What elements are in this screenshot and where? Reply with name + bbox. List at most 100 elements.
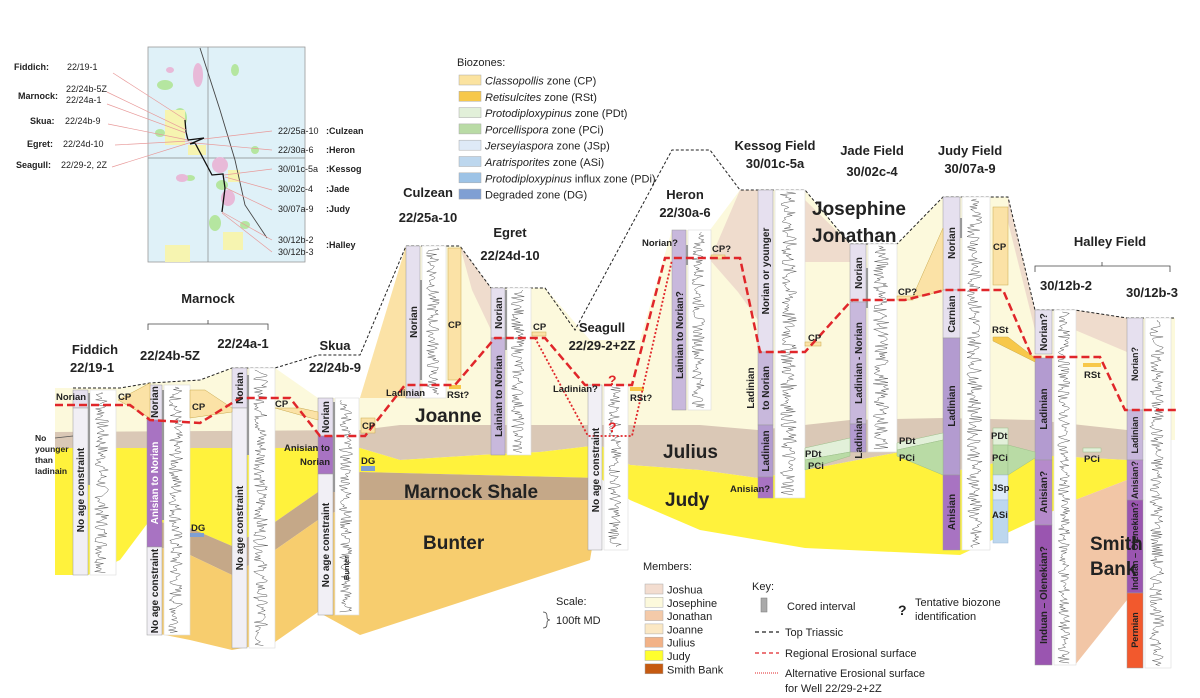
well-field-name: Heron (666, 187, 704, 202)
legend-item: Protodiploxypinus influx zone (PDi) (485, 173, 656, 185)
legend-swatch (644, 623, 664, 635)
age-label: Norian (150, 386, 161, 418)
member-label-bunter: Bunter (423, 533, 485, 554)
scale-bracket-icon (542, 611, 551, 629)
legend-swatch (458, 123, 482, 135)
biozone-label: RSt? (447, 390, 469, 401)
well-titles: Fiddich 22/19-1 Marnock 22/24b-5Z 22/24a… (70, 138, 1178, 375)
member-label-jonathan: Jonathan (812, 226, 896, 247)
gamma-log-curve (338, 399, 353, 613)
age-label: Permian (1130, 612, 1140, 648)
legend-title: Members: (643, 561, 692, 573)
key-title: Key: (752, 581, 774, 593)
legend-swatch (644, 650, 664, 661)
well-id: 30/01c-5a (746, 156, 805, 171)
biozone-label: JSp (992, 483, 1010, 494)
legend-item: Aratrisporites zone (ASi) (484, 157, 604, 169)
well-field-name: Skua (319, 338, 351, 353)
biozone-label: CP (362, 421, 376, 432)
age-label: Ladinian (1130, 416, 1140, 453)
tentative-icon: ? (898, 602, 907, 618)
legend-item: Joshua (667, 585, 703, 597)
age-label: Norian (56, 392, 86, 403)
map-label-halley: :Halley (326, 240, 356, 250)
map-label-seagull: Seagull: (16, 160, 51, 170)
age-label: No age constraint (321, 502, 332, 587)
legend-swatch (644, 583, 664, 595)
biozone-label: CP (275, 399, 289, 410)
regional-erosional-surface (55, 256, 1178, 438)
gamma-log-curve (779, 191, 798, 496)
scale-title: Scale: (556, 596, 587, 608)
member-label-smith-bank: Smith (1090, 534, 1143, 555)
biozone-label: ASi (992, 510, 1008, 521)
gamma-log-curve (425, 247, 440, 396)
gamma-log-curve (510, 289, 525, 453)
age-label: Norian? (1039, 313, 1050, 351)
scale-value: 100ft MD (556, 615, 601, 627)
legend-swatch (458, 172, 482, 184)
gamma-ray-logs (93, 191, 1165, 667)
map-well: 30/02c-4 (278, 184, 313, 194)
biozone-cp (992, 206, 1009, 286)
age-label: Ladinian (947, 385, 958, 426)
legend-item: Jonathan (667, 611, 712, 623)
age-label: Norian (300, 457, 330, 468)
age-label: Anisian? (730, 484, 770, 495)
age-label: Lainian to Norian (494, 355, 505, 437)
map-well: 22/24b-9 (65, 116, 101, 126)
map-well: 22/25a-10 (278, 126, 319, 136)
age-label: Anisian? (1039, 471, 1050, 513)
note-text: ladinain (35, 466, 67, 476)
biozone-label: PDt (805, 449, 822, 460)
age-label: Norian or younger (761, 228, 772, 315)
well-id: 22/19-1 (70, 360, 114, 375)
biozone-label: CP? (898, 287, 917, 298)
location-map: Fiddich: 22/19-1 Marnock: 22/24b-5Z 22/2… (14, 46, 364, 263)
legend-item: Joanne (667, 624, 703, 636)
member-label-smith-bank: Bank (1090, 559, 1137, 580)
map-well: 30/12b-3 (278, 247, 314, 257)
member-label-josephine: Josephine (812, 199, 906, 220)
alternative-erosional-surface (534, 259, 673, 437)
age-label: Carnian (947, 295, 958, 332)
map-well: 22/24d-10 (63, 139, 104, 149)
gamma-log-curve (252, 369, 269, 646)
key-tentative-label: Tentative biozone (915, 597, 1001, 609)
legend-swatch (644, 663, 664, 675)
cored-interval-icon (760, 597, 768, 613)
biozone-label: DG (191, 523, 205, 534)
layer-joshua (805, 200, 850, 262)
legend-swatch (458, 74, 482, 86)
gamma-log-curve (168, 386, 184, 633)
age-label: Induan – Olenekian? (1039, 546, 1050, 644)
well-id: 22/24b-9 (309, 360, 361, 375)
map-label-kessog: :Kessog (326, 164, 362, 174)
well-columns (72, 189, 1172, 669)
group-bracket (1034, 262, 1171, 272)
well-field-name: Egret (493, 225, 527, 240)
well-id: 22/24b-5Z (140, 348, 200, 363)
tentative-mark: ? (608, 419, 617, 435)
biozone-label: CP (118, 392, 132, 403)
gamma-log-curve (872, 245, 890, 450)
biozone-labels: CP CP DG CP CP DG CP RSt? CP RSt? CP? CP… (118, 242, 1101, 534)
log-label: Bunter (342, 556, 351, 580)
map-well: 22/30a-6 (278, 145, 314, 155)
well-field-name: Kessog Field (735, 138, 816, 153)
biozone-label: PDt (991, 431, 1008, 442)
member-labels: Joanne Marnock Shale Bunter Julius Judy … (404, 199, 1143, 580)
age-label: Ladinian (746, 367, 757, 408)
map-label-judy: :Judy (326, 204, 350, 214)
age-label: Ladinian (386, 388, 425, 399)
map-label-marnock: Marnock: (18, 91, 58, 101)
legend-swatch (458, 91, 482, 102)
map-well: 22/24a-1 (66, 95, 102, 105)
legend-item: Judy (667, 651, 691, 663)
layer-smith-bank (1075, 480, 1127, 665)
legend-item: Degraded zone (DG) (485, 190, 587, 202)
well-id: 22/29-2+2Z (569, 338, 636, 353)
key-top-triassic-label: Top Triassic (785, 627, 844, 639)
map-label-fiddich: Fiddich: (14, 62, 49, 72)
key-legend: Key: Cored interval ? Tentative biozone … (752, 581, 1001, 695)
